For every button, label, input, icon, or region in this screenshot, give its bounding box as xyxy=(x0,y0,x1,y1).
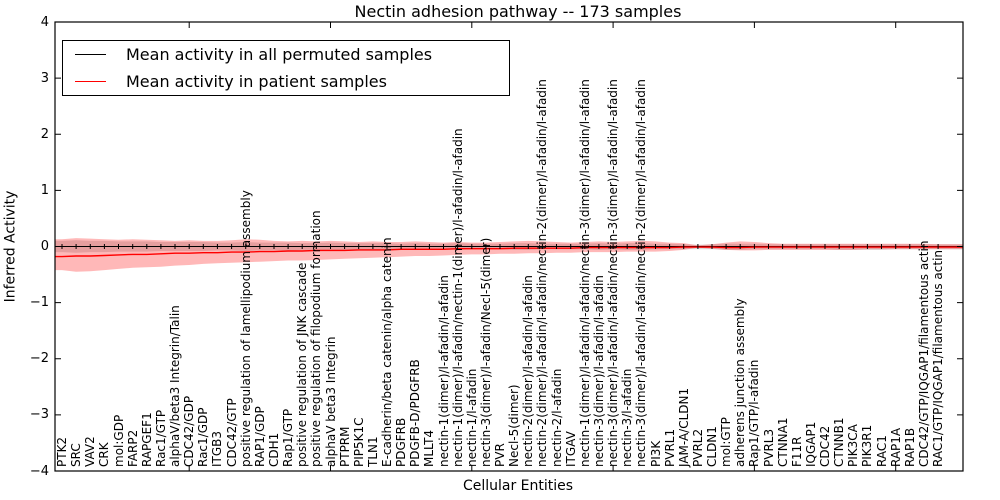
x-tick-label: mol:GDP xyxy=(111,414,126,467)
x-tick-label: RAC1/GTP/IQGAP1/filamentous actin xyxy=(931,249,946,467)
x-tick-label: PIK3R1 xyxy=(860,424,875,467)
x-tick-label: nectin-3/l-afadin xyxy=(620,368,635,467)
x-tick-label: CDC42/GDP xyxy=(182,395,197,467)
x-tick-label: ITGAV xyxy=(563,431,578,467)
x-tick-label: CTNNB1 xyxy=(832,417,847,467)
x-tick-label: JAM-A/CLDN1 xyxy=(676,387,691,467)
y-tick-label: 3 xyxy=(40,70,49,86)
x-tick-label: nectin-3(dimer)/l-afadin/l-afadin/nectin… xyxy=(606,79,621,467)
x-tick-label: alphaV beta3 Integrin xyxy=(323,336,338,467)
x-tick-label: Rap1/GTP xyxy=(281,408,296,467)
x-tick-label: RAPGEF1 xyxy=(139,412,154,467)
x-tick-label: ITGB3 xyxy=(210,430,225,467)
x-tick-label: PDGFB-D/PDGFRB xyxy=(408,359,423,467)
x-tick-label: nectin-3(dimer)/l-afadin/l-afadin xyxy=(591,275,606,467)
x-tick-label: nectin-2(dimer)/l-afadin/l-afadin xyxy=(521,275,536,467)
x-tick-label: nectin-1(dimer)/l-afadin/l-afadin xyxy=(436,275,451,467)
x-tick-label: PVR xyxy=(493,443,507,467)
x-tick-label: F11R xyxy=(789,436,804,467)
x-tick-label: Rac1/GDP xyxy=(196,407,211,467)
x-tick-label: Necl-5(dimer) xyxy=(507,384,522,467)
x-tick-label: PTPRM xyxy=(337,426,352,468)
legend-label-patient: Mean activity in patient samples xyxy=(126,72,387,91)
x-tick-label: PIK3CA xyxy=(846,424,861,467)
x-tick-label: FARP2 xyxy=(125,429,140,467)
x-tick-label: nectin-3(dimer)/l-afadin/l-afadin/nectin… xyxy=(634,79,649,467)
y-axis-label: Inferred Activity xyxy=(2,190,19,303)
patient-band xyxy=(55,238,963,272)
x-tick-label: PVRL1 xyxy=(662,428,677,467)
x-tick-label: PVRL3 xyxy=(761,428,776,467)
permuted-line-markers xyxy=(61,244,939,249)
permuted-line-swatch xyxy=(75,54,106,55)
x-tick-label: alphaV/beta3 Integrin/Talin xyxy=(168,305,182,467)
x-tick-label: CDC42/GTP/IQGAP1/filamentous actin xyxy=(916,240,931,467)
x-tick-label: positive regulation of JNK cascade xyxy=(295,262,310,467)
x-tick-label: CTNNA1 xyxy=(775,417,790,467)
y-tick-label: −4 xyxy=(29,463,49,479)
x-axis-label: Cellular Entities xyxy=(462,478,574,494)
x-tick-label: CLDN1 xyxy=(705,426,719,467)
x-tick-label: nectin-2/l-afadin xyxy=(549,368,564,467)
x-tick-label: CDC42 xyxy=(818,425,832,467)
y-tick-label: 2 xyxy=(40,126,49,142)
plot-frame xyxy=(54,21,964,472)
x-tick-label: PIP5K1C xyxy=(351,417,366,467)
patient-line-swatch xyxy=(75,81,106,82)
x-tick-label: positive regulation of filopodium format… xyxy=(309,210,324,467)
legend-entry-permuted: Mean activity in all permuted samples xyxy=(63,42,509,68)
x-tick-label: positive regulation of lamellipodium ass… xyxy=(238,190,253,467)
y-tick-label: 4 xyxy=(40,14,49,30)
x-tick-label: CDH1 xyxy=(267,432,281,467)
chart-title: Nectin adhesion pathway -- 173 samples xyxy=(354,2,682,21)
x-tick-label: RAC1 xyxy=(874,435,889,467)
x-tick-label: RAP1B xyxy=(902,427,917,467)
x-tick-label: RAP1/GDP xyxy=(252,406,267,467)
x-tick-label: nectin-3(dimer)/l-afadin/Necl-5(dimer) xyxy=(478,237,493,467)
x-tick-label: nectin-1/l-afadin xyxy=(464,368,479,467)
x-tick-label: PVRL2 xyxy=(690,428,705,467)
y-tick-label: −2 xyxy=(29,351,49,367)
x-tick-label: MLLT4 xyxy=(422,429,437,467)
y-tick-label: 1 xyxy=(40,182,49,198)
x-tick-label: SRC xyxy=(69,443,84,467)
legend: Mean activity in all permuted samples Me… xyxy=(62,40,510,96)
x-tick-label: PI3K xyxy=(648,440,663,467)
y-tick-label: 0 xyxy=(40,239,49,254)
x-tick-label: PDGFRB xyxy=(394,417,409,467)
x-tick-label: CRK xyxy=(97,442,112,467)
x-tick-label: nectin-1(dimer)/l-afadin/nectin-1(dimer)… xyxy=(450,128,465,467)
x-tick-label: RAP1A xyxy=(888,427,903,467)
x-tick-label: E-cadherin/beta catenin/alpha catenin xyxy=(380,237,394,467)
x-tick-label: Rac1/GTP xyxy=(153,409,168,467)
x-tick-label: adherens junction assembly xyxy=(733,298,748,467)
x-tick-label: PTK2 xyxy=(55,436,69,467)
x-tick-label: nectin-1(dimer)/l-afadin/l-afadin/nectin… xyxy=(577,79,592,467)
x-tick-label: IQGAP1 xyxy=(803,421,818,467)
y-tick-label: −3 xyxy=(29,407,49,423)
x-tick-label: Rap1/GTP/l-afadin xyxy=(747,359,762,467)
x-tick-label: nectin-2(dimer)/l-afadin/l-afadin/nectin… xyxy=(535,79,550,467)
legend-label-permuted: Mean activity in all permuted samples xyxy=(126,45,433,64)
x-tick-label: mol:GTP xyxy=(719,417,734,467)
y-tick-label: −1 xyxy=(29,295,49,311)
x-tick-label: TLN1 xyxy=(365,436,380,467)
legend-entry-patient: Mean activity in patient samples xyxy=(63,69,509,95)
x-tick-label: CDC42/GTP xyxy=(224,398,239,467)
x-tick-label: VAV2 xyxy=(83,436,98,467)
